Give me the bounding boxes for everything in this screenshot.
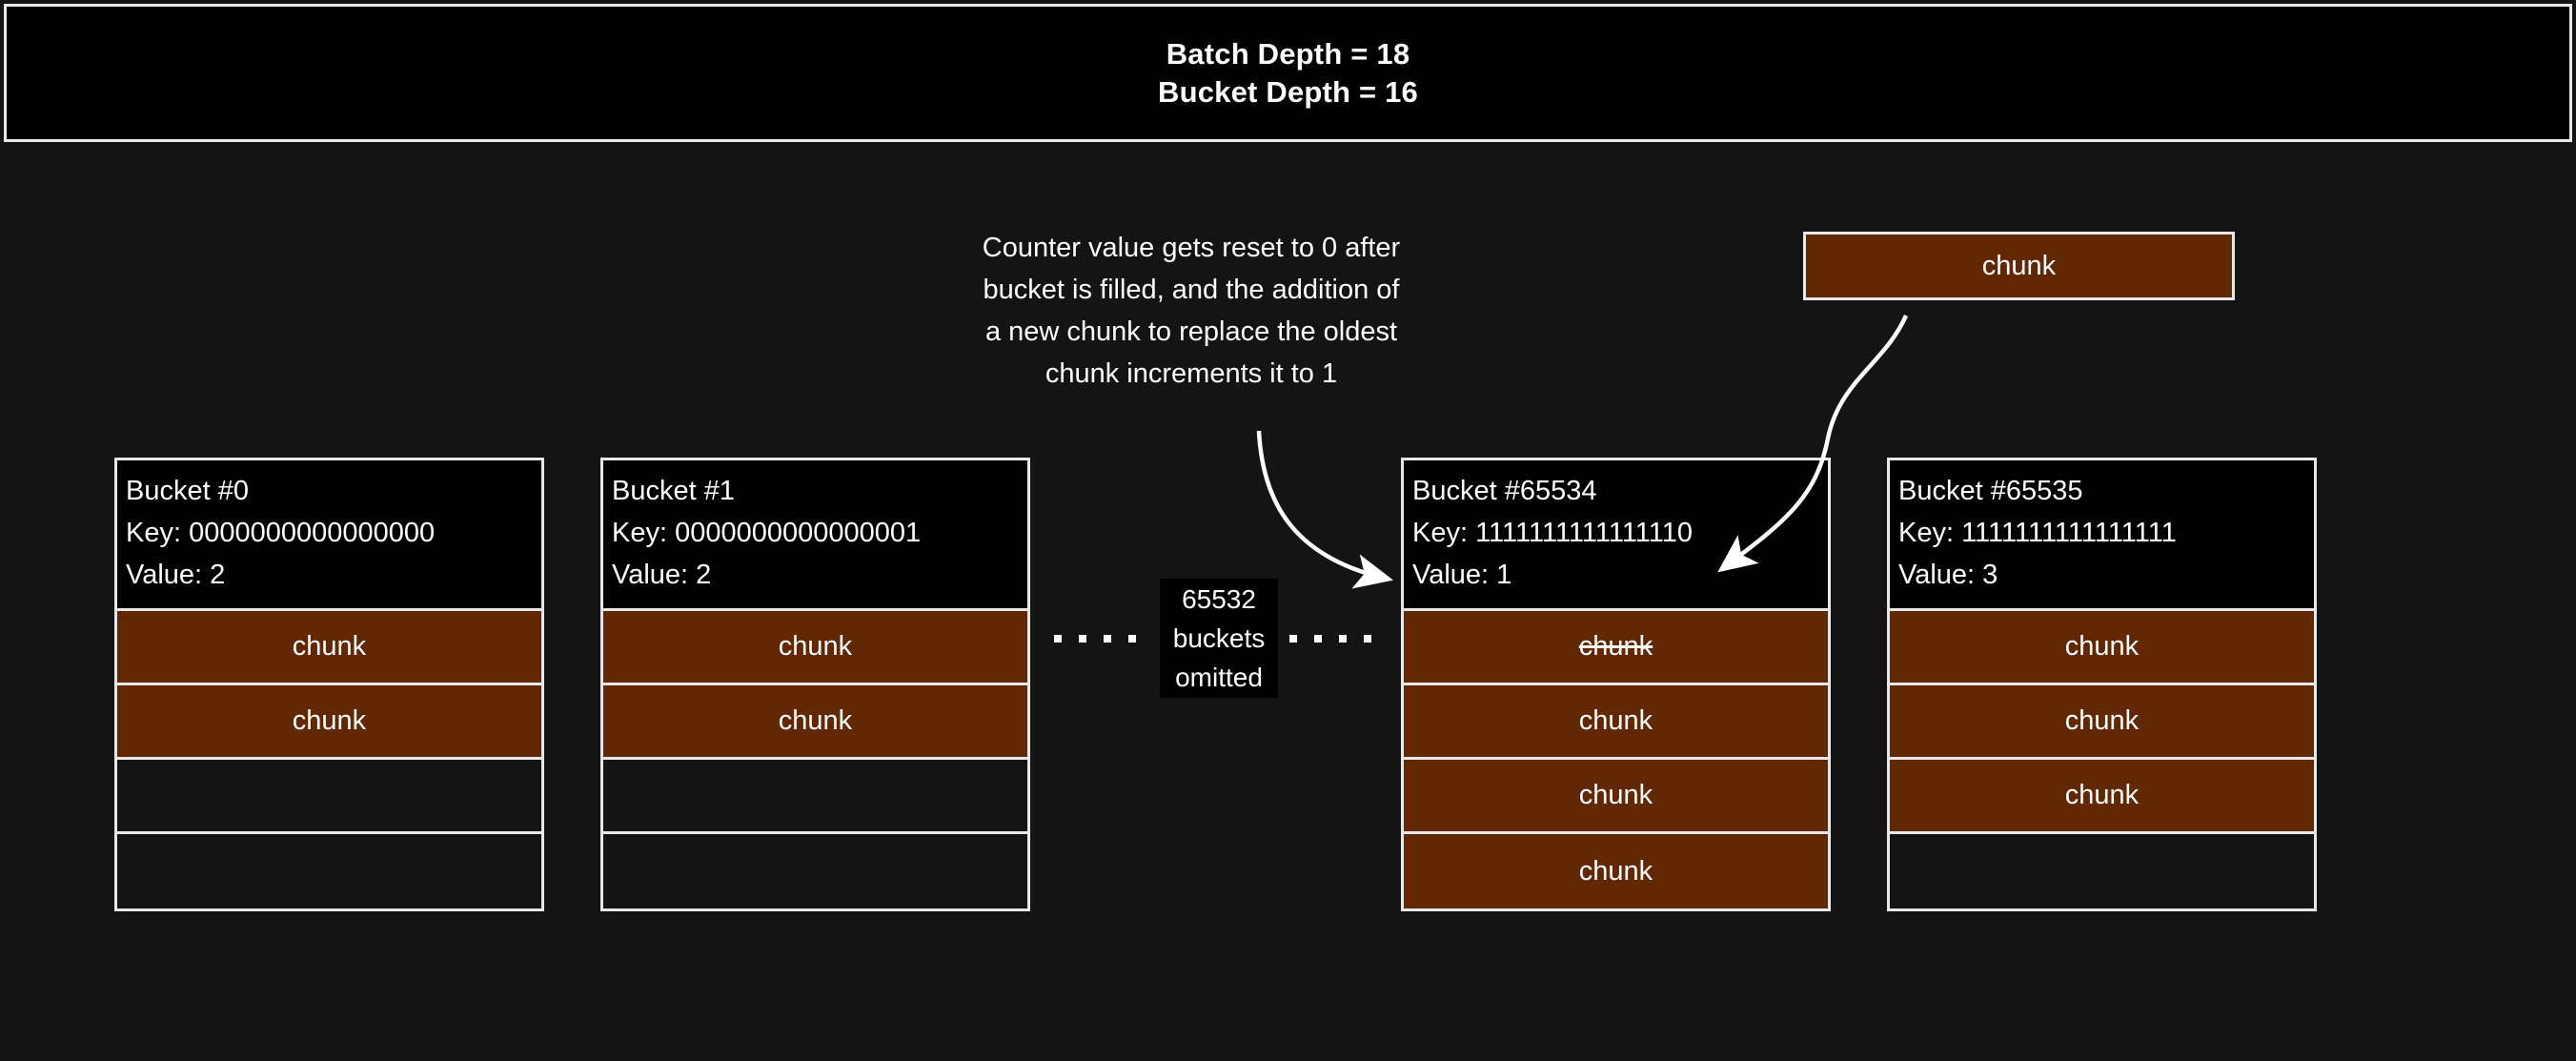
annotation-line-1: Counter value gets reset to 0 after: [910, 227, 1472, 269]
ellipsis-dots-left: [1054, 635, 1136, 643]
chunk-label: chunk: [1579, 782, 1653, 809]
chunk-slot-filled: chunk: [1890, 760, 2314, 834]
bucket-value: Value: 2: [126, 554, 533, 596]
chunk-slot-filled: chunk: [1404, 611, 1828, 685]
dot: [1104, 635, 1111, 643]
counter-reset-annotation: Counter value gets reset to 0 after buck…: [910, 227, 1472, 395]
dot: [1128, 635, 1136, 643]
chunk-slot-filled: chunk: [603, 611, 1027, 685]
bucket-value: Value: 3: [1898, 554, 2305, 596]
chunk-slot-filled: chunk: [603, 685, 1027, 760]
chunk-slot-empty: [117, 760, 541, 834]
bucket-title: Bucket #65535: [1898, 470, 2305, 512]
chunk-label: chunk: [2065, 782, 2139, 809]
chunk-label: chunk: [293, 633, 366, 661]
dot: [1289, 635, 1297, 643]
header-band: Batch Depth = 18 Bucket Depth = 16: [4, 4, 2572, 142]
chunk-label: chunk: [2065, 707, 2139, 735]
dot: [1054, 635, 1062, 643]
bucket-header: Bucket #65535Key: 1111111111111111Value:…: [1890, 460, 2314, 611]
chunk-slot-filled: chunk: [1404, 760, 1828, 834]
bucket-key: Key: 0000000000000001: [612, 512, 1019, 554]
bucket-box: Bucket #65535Key: 1111111111111111Value:…: [1887, 458, 2317, 911]
bucket-box: Bucket #65534Key: 1111111111111110Value:…: [1401, 458, 1831, 911]
bucket-key: Key: 1111111111111110: [1412, 512, 1819, 554]
bucket-value: Value: 2: [612, 554, 1019, 596]
chunk-label: chunk: [1579, 707, 1653, 735]
floating-chunk-label: chunk: [1982, 251, 2056, 282]
chunk-slot-empty: [117, 834, 541, 908]
omitted-buckets-marker: 65532 buckets omitted: [1045, 579, 1397, 698]
floating-new-chunk: chunk: [1803, 232, 2235, 300]
chunk-label: chunk: [1579, 858, 1653, 886]
chunk-slot-filled: chunk: [1890, 685, 2314, 760]
chunk-label-struck: chunk: [1579, 633, 1653, 661]
omitted-state: omitted: [1175, 658, 1263, 697]
chunk-label: chunk: [779, 633, 852, 661]
bucket-box: Bucket #0Key: 0000000000000000Value: 2 ch…: [114, 458, 544, 911]
ellipsis-dots-right: [1289, 635, 1371, 643]
bucket-value: Value: 1: [1412, 554, 1819, 596]
bucket-header: Bucket #0Key: 0000000000000000Value: 2: [117, 460, 541, 611]
chunk-label: chunk: [779, 707, 852, 735]
annotation-line-4: chunk increments it to 1: [910, 353, 1472, 395]
bucket-title: Bucket #0: [126, 470, 533, 512]
bucket-title: Bucket #65534: [1412, 470, 1819, 512]
omitted-label-box: 65532 buckets omitted: [1160, 579, 1278, 698]
dot: [1314, 635, 1322, 643]
chunk-slot-empty: [603, 760, 1027, 834]
bucket-header: Bucket #65534Key: 1111111111111110Value:…: [1404, 460, 1828, 611]
bucket-depth-label: Bucket Depth = 16: [1158, 73, 1418, 112]
bucket-box: Bucket #1Key: 0000000000000001Value: 2 ch…: [600, 458, 1030, 911]
chunk-slot-empty: [603, 834, 1027, 908]
bucket-key: Key: 1111111111111111: [1898, 512, 2305, 554]
bucket-header: Bucket #1Key: 0000000000000001Value: 2: [603, 460, 1027, 611]
chunk-label: chunk: [293, 707, 366, 735]
dot: [1339, 635, 1347, 643]
chunk-label: chunk: [2065, 633, 2139, 661]
chunk-slot-filled: chunk: [1890, 611, 2314, 685]
chunk-slot-filled: chunk: [117, 611, 541, 685]
omitted-word: buckets: [1173, 619, 1266, 658]
dot: [1364, 635, 1371, 643]
bucket-key: Key: 0000000000000000: [126, 512, 533, 554]
chunk-slot-filled: chunk: [1404, 834, 1828, 908]
dot: [1079, 635, 1086, 643]
omitted-count: 65532: [1182, 580, 1256, 619]
chunk-slot-filled: chunk: [117, 685, 541, 760]
bucket-title: Bucket #1: [612, 470, 1019, 512]
batch-depth-label: Batch Depth = 18: [1166, 35, 1410, 73]
annotation-arrow: [1259, 431, 1387, 579]
annotation-line-2: bucket is filled, and the addition of: [910, 269, 1472, 311]
chunk-slot-empty: [1890, 834, 2314, 908]
annotation-line-3: a new chunk to replace the oldest: [910, 311, 1472, 353]
chunk-slot-filled: chunk: [1404, 685, 1828, 760]
